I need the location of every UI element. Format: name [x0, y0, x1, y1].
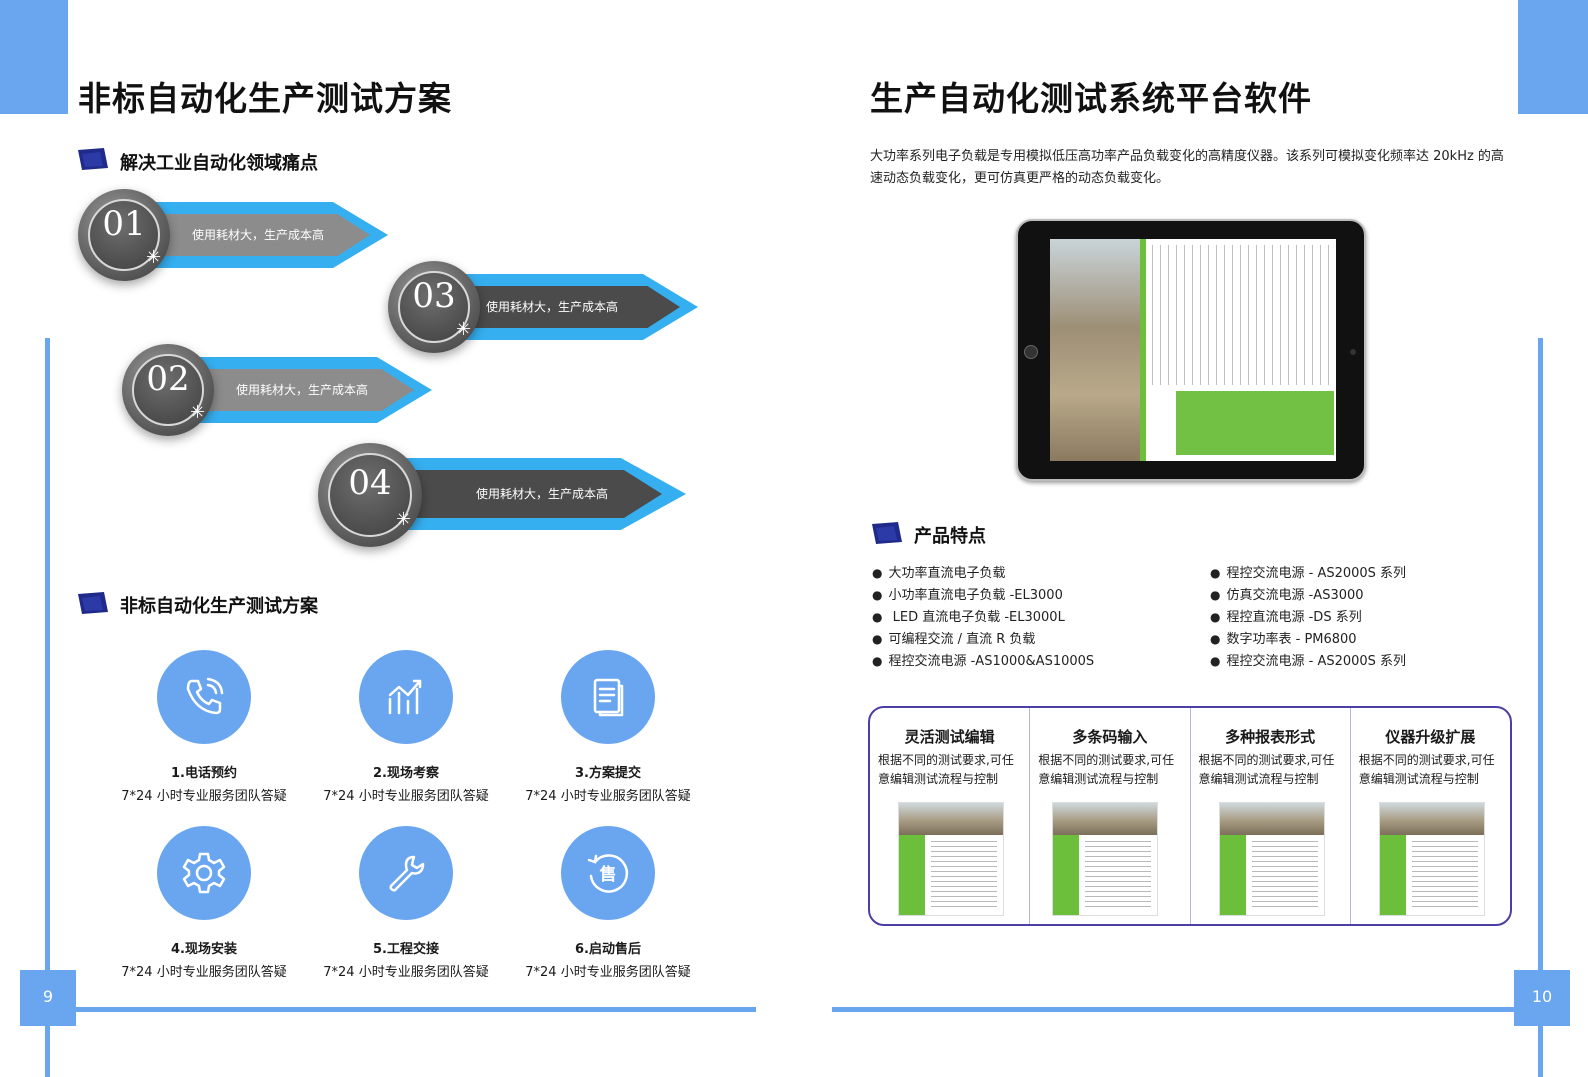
section-heading-pain-points: 解决工业自动化领域痛点 — [120, 153, 318, 174]
page-number-box-left: 9 — [20, 970, 76, 1026]
service-title: 2.现场考察 — [373, 766, 439, 781]
feature-bullet: 程控交流电源 - AS2000S 系列 — [1210, 562, 1406, 581]
feature-bullet: 小功率直流电子负载 -EL3000 — [872, 584, 1062, 603]
feature-thumbnail — [1218, 802, 1325, 916]
banner-text: 使用耗材大，生产成本高 — [192, 228, 325, 242]
tablet-camera — [1350, 349, 1356, 355]
feature-bullet: 程控交流电源 -AS1000&AS1000S — [872, 650, 1094, 669]
feature-card: 仪器升级扩展 根据不同的测试要求,可任 意编辑测试流程与控制 — [1351, 708, 1510, 924]
page-number-box-right: 10 — [1514, 970, 1570, 1026]
feature-thumbnail — [1052, 802, 1159, 916]
feature-bullet: 程控交流电源 - AS2000S 系列 — [1210, 650, 1406, 669]
left-vertical-rule — [45, 338, 50, 1077]
chart-icon — [359, 650, 453, 744]
feature-card-line: 意编辑测试流程与控制 — [1358, 772, 1479, 786]
banner-number: 03 — [412, 276, 456, 316]
feature-card-title: 多条码输入 — [1072, 728, 1148, 746]
document-icon — [561, 650, 655, 744]
service-project-handover: 5.工程交接 7*24 小时专业服务团队答疑 — [306, 826, 506, 980]
corner-block-right — [1518, 0, 1588, 114]
feature-card-line: 根据不同的测试要求,可任 — [1038, 753, 1175, 767]
feature-card-line: 意编辑测试流程与控制 — [1198, 772, 1319, 786]
service-desc: 7*24 小时专业服务团队答疑 — [525, 789, 691, 804]
feature-bullet: 大功率直流电子负载 — [872, 562, 1005, 581]
service-site-survey: 2.现场考察 7*24 小时专业服务团队答疑 — [306, 650, 506, 804]
feature-bullet: 程控直流电源 -DS 系列 — [1210, 606, 1361, 625]
feature-card: 灵活测试编辑 根据不同的测试要求,可任 意编辑测试流程与控制 — [870, 708, 1031, 924]
section-flag-icon — [872, 522, 902, 544]
section-flag-icon — [78, 592, 108, 614]
service-title: 4.现场安装 — [171, 942, 237, 957]
feature-card-line: 意编辑测试流程与控制 — [878, 772, 999, 786]
feature-bullet: 仿真交流电源 -AS3000 — [1210, 584, 1363, 603]
service-desc: 7*24 小时专业服务团队答疑 — [121, 965, 287, 980]
tablet-mockup — [1016, 219, 1366, 481]
banner-03: 使用耗材大，生产成本高 03✳ — [388, 261, 708, 353]
aftersale-glyph: 售 — [599, 865, 617, 885]
section-heading-features: 产品特点 — [914, 526, 986, 547]
intro-line-2: 速动态负载变化，更可仿真更严格的动态负载变化。 — [870, 171, 1170, 186]
service-desc: 7*24 小时专业服务团队答疑 — [525, 965, 691, 980]
service-desc: 7*24 小时专业服务团队答疑 — [323, 965, 489, 980]
feature-card: 多条码输入 根据不同的测试要求,可任 意编辑测试流程与控制 — [1030, 708, 1191, 924]
left-page-title: 非标自动化生产测试方案 — [78, 79, 452, 118]
banner-text: 使用耗材大，生产成本高 — [476, 487, 609, 501]
service-title: 3.方案提交 — [575, 766, 641, 781]
feature-bullet: LED 直流电子负载 -EL3000L — [872, 606, 1065, 625]
service-onsite-install: 4.现场安装 7*24 小时专业服务团队答疑 — [104, 826, 304, 980]
phone-icon — [157, 650, 251, 744]
service-desc: 7*24 小时专业服务团队答疑 — [323, 789, 489, 804]
feature-card-title: 多种报表形式 — [1225, 728, 1316, 746]
feature-cards: 灵活测试编辑 根据不同的测试要求,可任 意编辑测试流程与控制 多条码输入 根据不… — [868, 706, 1512, 926]
aftersale-icon: 售 — [561, 826, 655, 920]
banner-text: 使用耗材大，生产成本高 — [486, 300, 619, 314]
corner-block-left — [0, 0, 68, 114]
banner-02: 使用耗材大，生产成本高 02✳ — [122, 344, 442, 436]
section-flag-icon — [78, 148, 108, 170]
feature-card-line: 根据不同的测试要求,可任 — [878, 753, 1014, 767]
tablet-screen-image — [1050, 239, 1336, 461]
section-heading-solution: 非标自动化生产测试方案 — [120, 596, 318, 617]
gear-icon — [157, 826, 251, 920]
feature-card-title: 灵活测试编辑 — [904, 728, 995, 746]
feature-thumbnail — [898, 802, 1004, 916]
banner-number: 02 — [146, 359, 190, 399]
service-title: 6.启动售后 — [575, 942, 641, 957]
banner-01: 使用耗材大，生产成本高 01✳ — [78, 189, 398, 281]
service-after-sales: 售 6.启动售后 7*24 小时专业服务团队答疑 — [508, 826, 708, 980]
service-title: 5.工程交接 — [373, 942, 439, 957]
banner-number: 04 — [348, 463, 392, 503]
wrench-icon — [359, 826, 453, 920]
tablet-home-button — [1024, 345, 1038, 359]
banner-number: 01 — [102, 204, 146, 244]
sparkle-icon: ✳ — [146, 247, 162, 268]
service-desc: 7*24 小时专业服务团队答疑 — [121, 789, 287, 804]
page-number-left: 9 — [42, 987, 54, 1006]
right-bottom-rule — [832, 1007, 1518, 1012]
page-number-right: 10 — [1531, 987, 1553, 1006]
sparkle-icon: ✳ — [456, 319, 472, 340]
banner-text: 使用耗材大，生产成本高 — [236, 383, 369, 397]
service-phone-booking: 1.电话预约 7*24 小时专业服务团队答疑 — [104, 650, 304, 804]
sparkle-icon: ✳ — [396, 509, 412, 530]
service-title: 1.电话预约 — [171, 766, 237, 781]
left-bottom-rule — [76, 1007, 756, 1012]
feature-card-title: 仪器升级扩展 — [1385, 728, 1476, 746]
feature-bullet: 可编程交流 / 直流 R 负载 — [872, 628, 1035, 647]
feature-bullet: 数字功率表 - PM6800 — [1210, 628, 1356, 647]
right-vertical-rule — [1538, 338, 1543, 1077]
feature-card-line: 意编辑测试流程与控制 — [1038, 772, 1159, 786]
feature-card-line: 根据不同的测试要求,可任 — [1358, 753, 1495, 767]
sparkle-icon: ✳ — [190, 402, 206, 423]
right-page-title: 生产自动化测试系统平台软件 — [870, 79, 1312, 118]
feature-thumbnail — [1378, 802, 1485, 916]
service-proposal-submit: 3.方案提交 7*24 小时专业服务团队答疑 — [508, 650, 708, 804]
intro-line-1: 大功率系列电子负载是专用模拟低压高功率产品负载变化的高精度仪器。该系列可模拟变化… — [870, 149, 1504, 164]
feature-card-line: 根据不同的测试要求,可任 — [1198, 753, 1335, 767]
feature-card: 多种报表形式 根据不同的测试要求,可任 意编辑测试流程与控制 — [1191, 708, 1351, 924]
banner-04: 使用耗材大，生产成本高 04✳ — [318, 443, 698, 547]
